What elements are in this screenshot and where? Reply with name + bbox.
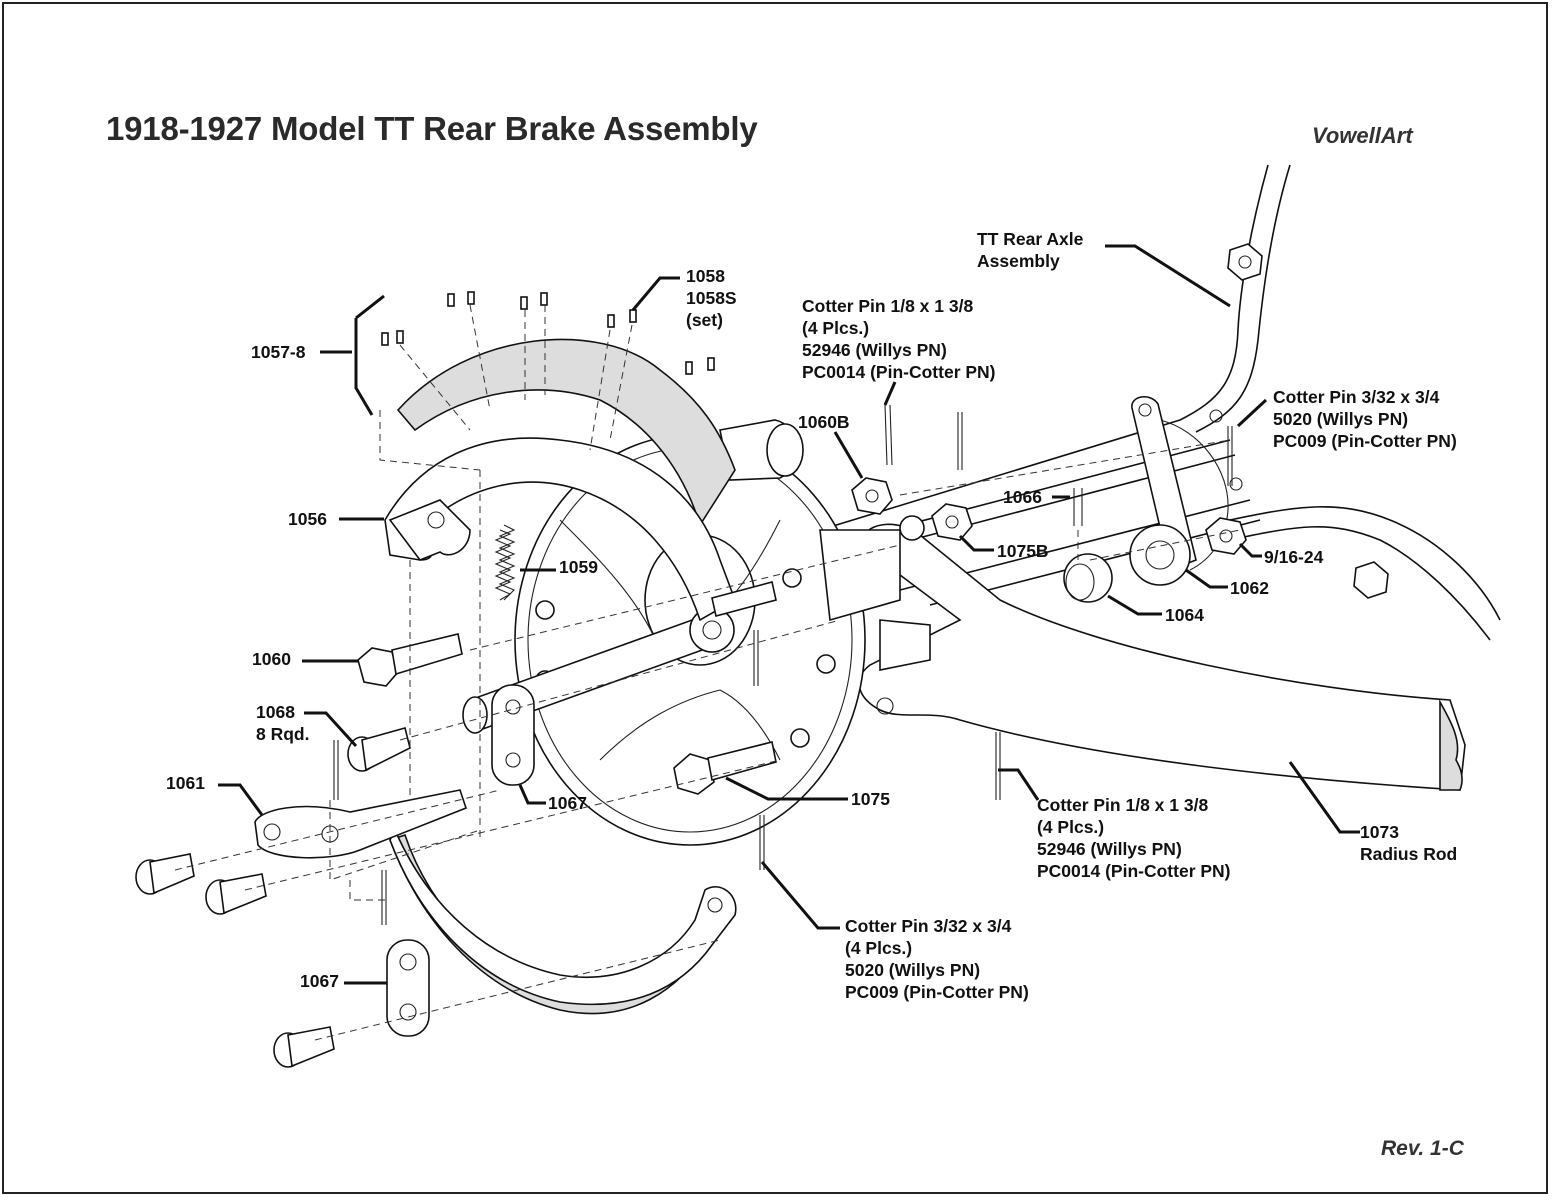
callout-line: 1062 [1230,578,1269,598]
upper-brake-shoe [384,437,736,622]
link-1067-lower [386,939,430,1037]
callout-1057-8: 1057-8 [251,341,306,363]
bolt-1060 [357,633,463,687]
callout-1058: 1058 1058S (set) [686,265,737,331]
callout-line: 5020 (Willys PN) [1273,409,1409,429]
callout-1058-line: 1058 [686,266,725,286]
diagram-title: 1918-1927 Model TT Rear Brake Assembly [106,110,758,147]
callout-line: 1061 [166,773,205,793]
lower-brake-shoe [388,828,737,1015]
callout-line: TT Rear Axle [977,229,1084,249]
brake-cam-lever [462,607,735,786]
callout-1060b: 1060B [798,411,850,433]
bolt-1075 [673,741,777,795]
callout-1057-8-line: 1057-8 [251,342,306,362]
callout-line: Assembly [977,251,1060,271]
callout-line: 5020 (Willys PN) [845,960,981,980]
callout-1064: 1064 [1165,604,1204,626]
ratchet-gears [1063,396,1197,603]
callout-line: Cotter Pin 3/32 x 3/4 [1273,387,1440,407]
callout-1075: 1075 [851,788,890,810]
callout-1060: 1060 [252,648,291,670]
radius-rod [858,523,1466,791]
callout-line: 1060B [798,412,850,432]
callout-line: Cotter Pin 1/8 x 1 3/8 [802,296,974,316]
bolt-1060b-upper [711,581,777,617]
callout-1067-lower: 1067 [300,970,339,992]
callout-1075b: 1075B [997,540,1049,562]
callout-line: 1059 [559,557,598,577]
revision-label: Rev. 1-C [1381,1137,1464,1160]
callout-1059: 1059 [559,556,598,578]
brake-lining [396,338,736,527]
callout-line: PC0014 (Pin-Cotter PN) [802,362,996,382]
callout-line: 1073 [1360,822,1399,842]
callout-line: 1067 [548,793,587,813]
callout-1067-upper: 1067 [548,792,587,814]
callout-cotter-pin-top: Cotter Pin 1/8 x 1 3/8 (4 Plcs.) 52946 (… [802,295,996,383]
callout-line: 1066 [1003,487,1042,507]
callout-1061: 1061 [166,772,205,794]
callout-line: 8 Rqd. [256,724,310,744]
callout-9-16-24: 9/16-24 [1264,546,1323,568]
callout-line: 1075 [851,789,890,809]
callout-line: 52946 (Willys PN) [1037,839,1182,859]
callout-cotter-pin-bottom: Cotter Pin 3/32 x 3/4 (4 Plcs.) 5020 (Wi… [845,915,1029,1003]
callout-line: (4 Plcs.) [845,938,913,958]
callout-line: Cotter Pin 1/8 x 1 3/8 [1037,795,1209,815]
assembly-guide-lines [174,304,1241,1041]
brake-lever-1061 [254,789,467,859]
brake-spring [494,524,516,601]
leader-lines [218,244,1360,985]
callout-line: PC009 (Pin-Cotter PN) [1273,431,1457,451]
callout-line: PC0014 (Pin-Cotter PN) [1037,861,1231,881]
callout-line: 1064 [1165,605,1204,625]
callout-line: Radius Rod [1360,844,1458,864]
callout-line: 1068 [256,702,295,722]
callout-cotter-pin-right: Cotter Pin 3/32 x 3/4 5020 (Willys PN) P… [1273,386,1457,452]
callout-1073-radius-rod: 1073 Radius Rod [1360,821,1457,865]
callout-line: Cotter Pin 3/32 x 3/4 [845,916,1012,936]
callout-line: 1060 [252,649,291,669]
callout-line: 9/16-24 [1264,547,1324,567]
callout-1068: 1068 8 Rqd. [256,701,309,745]
callout-rear-axle-assembly: TT Rear Axle Assembly [977,228,1083,272]
brand-signature: VowellArt [1312,123,1413,148]
callout-line: (4 Plcs.) [802,318,870,338]
castle-nuts [851,477,1247,555]
callout-line: 1075B [997,541,1049,561]
callout-1058-line: 1058S [686,288,737,308]
clevis-pins [135,727,411,1068]
callout-1066: 1066 [1003,486,1042,508]
callout-1058-line: (set) [686,310,723,330]
callout-line: 52946 (Willys PN) [802,340,947,360]
callout-line: 1056 [288,509,327,529]
cotter-pins [333,404,1233,925]
callout-line: 1067 [300,971,339,991]
callout-line: PC009 (Pin-Cotter PN) [845,982,1029,1002]
callout-cotter-pin-bottom-right: Cotter Pin 1/8 x 1 3/8 (4 Plcs.) 52946 (… [1037,794,1231,882]
callout-1062: 1062 [1230,577,1269,599]
callout-1056: 1056 [288,508,327,530]
callout-line: (4 Plcs.) [1037,817,1105,837]
